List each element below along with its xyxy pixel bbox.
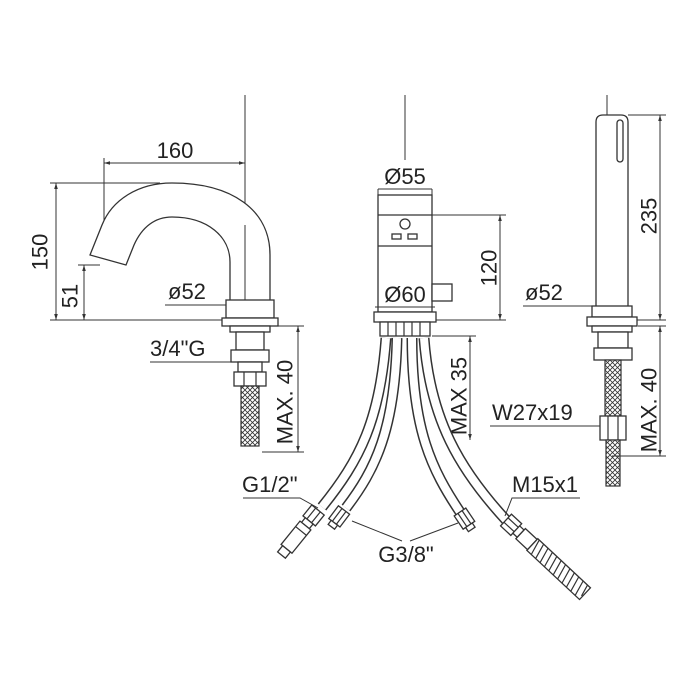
- handshower-body: [595, 114, 629, 308]
- handshower-flange: [586, 316, 638, 327]
- spout-base-diameter-label: ø52: [168, 279, 206, 304]
- spout-hex-nut-faces: [243, 372, 257, 386]
- spout-width-label: 160: [157, 138, 194, 163]
- supply-hose-right-fill: [408, 337, 464, 515]
- spout-shank: [235, 331, 265, 351]
- outlet-spring: [525, 537, 592, 601]
- spout-braided-hose: [240, 385, 260, 447]
- handshower-lock-nut: [593, 347, 633, 361]
- supply-nut-left-tail: [327, 519, 339, 531]
- mixer-base-plate: [379, 321, 431, 337]
- handshower-nut-label: W27x19: [492, 400, 573, 425]
- handshower-base-diameter-label: ø52: [525, 280, 563, 305]
- mixer-sensor-icon: [399, 218, 411, 230]
- handshower-base: [591, 305, 633, 318]
- mixer-view: Ø55 Ø60 120 MAX 35: [242, 95, 592, 601]
- mixer-height-label: 120: [477, 250, 502, 287]
- handshower-hose-nut-faces: [607, 416, 619, 440]
- mixer-indicator-left: [391, 233, 402, 240]
- handshower-max-thickness-label: MAX. 40: [637, 368, 662, 452]
- mixer-base-slots: [387, 322, 421, 336]
- outlet-hose-fill: [420, 337, 509, 523]
- mixer-max-thickness-label: MAX 35: [447, 357, 472, 435]
- handshower-gasket: [591, 325, 633, 333]
- hose-thread-label: G3/8": [378, 542, 434, 567]
- mixer-base-diameter-label: Ø60: [384, 282, 426, 307]
- handshower-hose-upper: [604, 359, 622, 417]
- inlet-fitting-ring: [295, 526, 307, 536]
- inlet-fitting: [276, 504, 326, 560]
- supply-nut-left-faces: [331, 508, 347, 525]
- supply-hose-left-fill: [342, 337, 401, 511]
- spout-hex-nut: [233, 371, 267, 387]
- handshower-hose-nut: [599, 415, 627, 441]
- mixer-base-flange: [373, 311, 437, 323]
- hose-thread-leaders: [351, 520, 459, 542]
- mixer-control-band: [378, 214, 432, 247]
- mixer-top-diameter-label: Ø55: [384, 164, 426, 189]
- mixer-hoses: [317, 337, 511, 524]
- handshower-hose-lower: [605, 439, 621, 487]
- handshower-shank: [597, 331, 629, 349]
- spout-thread-label: 3/4"G: [150, 336, 206, 361]
- outlet-fitting: [499, 513, 592, 601]
- inlet-hose-outline: [317, 337, 392, 511]
- outlet-thread-label: M15x1: [512, 472, 578, 497]
- handshower-height-label: 235: [637, 198, 662, 235]
- inlet-fitting-tip: [276, 544, 292, 560]
- outlet-height-label: 51: [58, 284, 83, 308]
- handshower-view: 235 ø52 W27x19 MAX. 40: [490, 95, 666, 487]
- outlet-thread-leader: [504, 497, 580, 517]
- spout-max-thickness-label: MAX. 40: [273, 360, 298, 444]
- spout-gasket: [229, 325, 271, 333]
- spout-coupling: [237, 361, 263, 373]
- spout-flange: [221, 317, 279, 327]
- inlet-thread-label: G1/2": [242, 472, 298, 497]
- handshower-slot: [616, 119, 624, 163]
- inlet-hose-fill: [318, 337, 390, 510]
- mixer-indicator-right: [407, 233, 418, 240]
- spout-base: [225, 299, 275, 319]
- supply-nut-right-faces: [457, 510, 472, 527]
- spout-view: 160 150 51 ø52 3/4"G MAX. 40: [28, 95, 304, 453]
- spout-body: [89, 182, 271, 300]
- inlet-thread-leader: [243, 497, 319, 509]
- mixer-top-diameter-ticks: [377, 189, 433, 195]
- supply-nut-right: [453, 507, 476, 533]
- outlet-fitting-nut-faces: [503, 517, 519, 533]
- outlet-spring-coils: [530, 539, 589, 597]
- spout-lock-nut: [230, 349, 270, 363]
- spout-height-label: 150: [28, 234, 53, 271]
- inlet-fitting-nut-faces: [306, 507, 321, 524]
- supply-nut-right-tail: [464, 522, 476, 533]
- supply-nut-left: [327, 504, 351, 531]
- mixer-handle: [431, 283, 453, 302]
